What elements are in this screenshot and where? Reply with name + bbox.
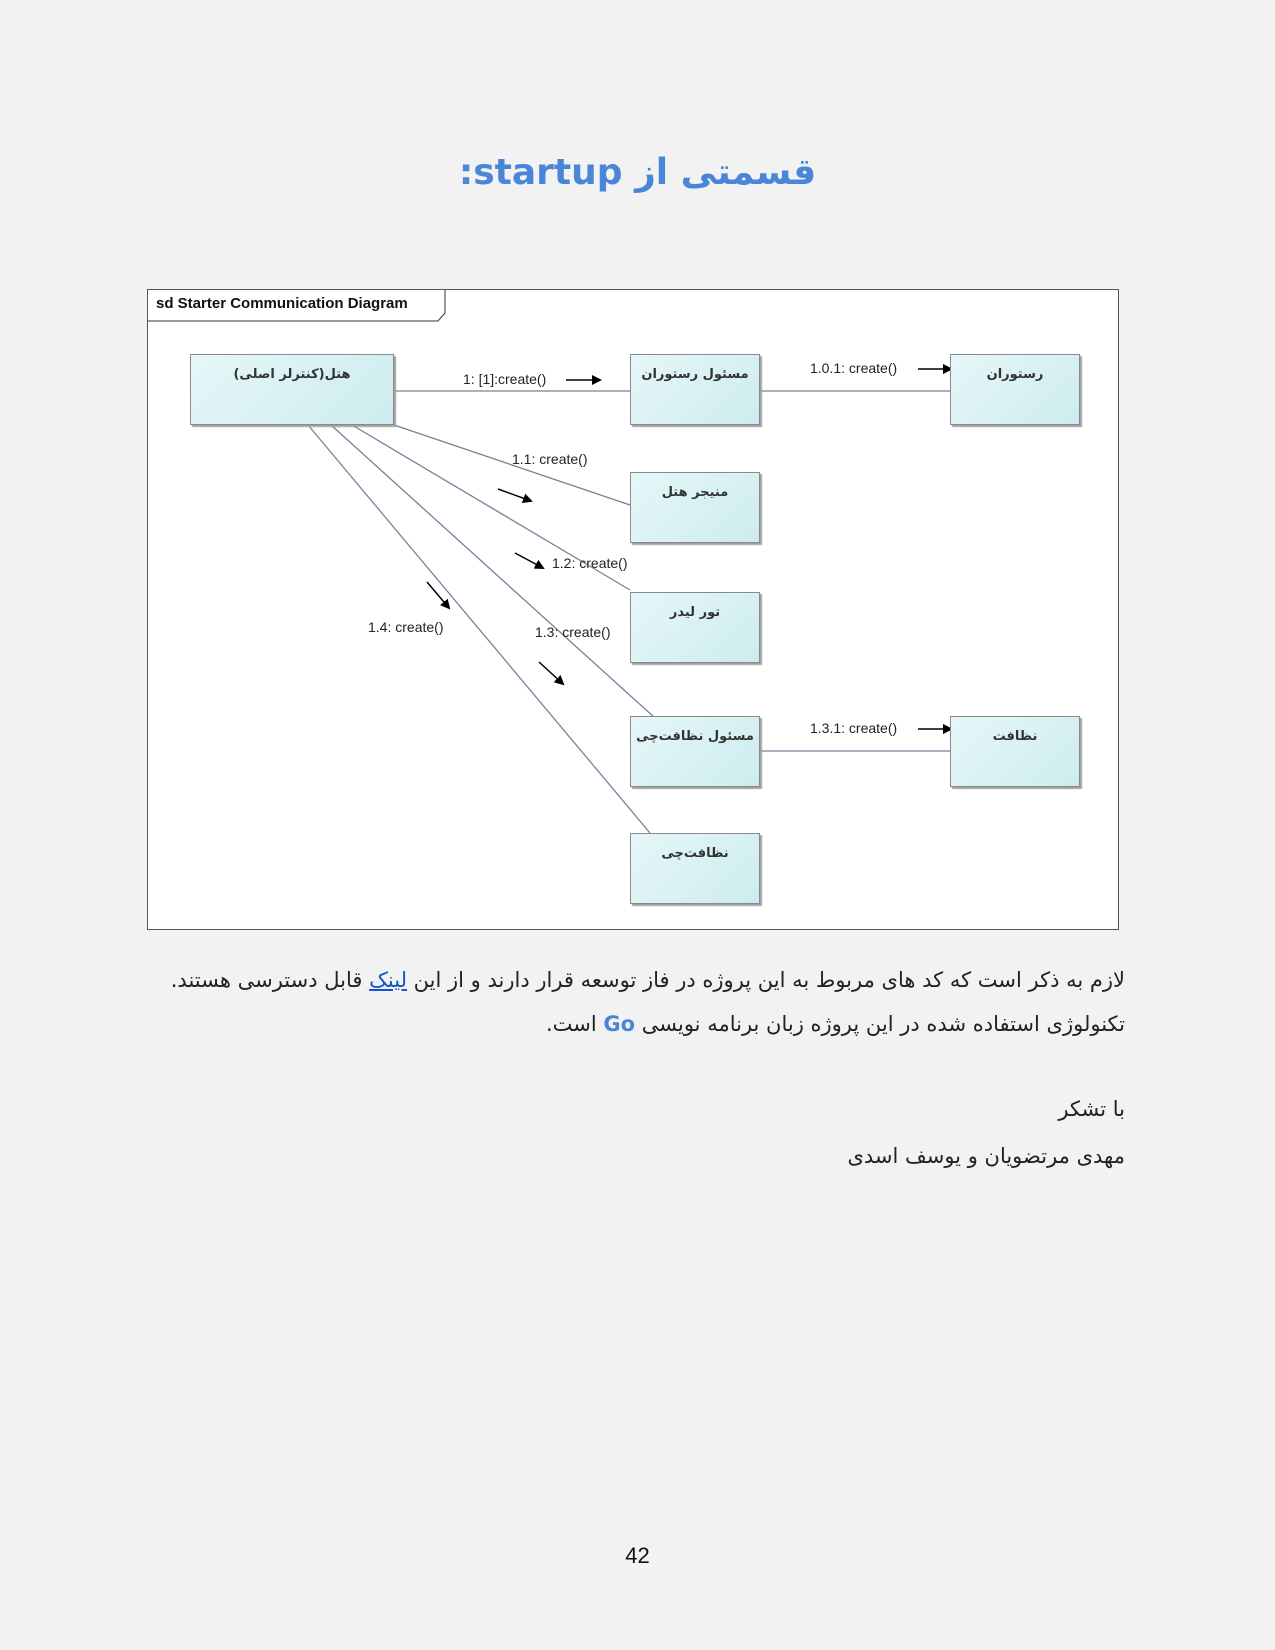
message-label-1-3: 1.3: create() [535,624,611,640]
object-hotel-manager: منیجر هتل [630,472,760,543]
link-hotel-hotel-manager [393,424,631,506]
message-label-1-1: 1.1: create() [512,451,588,467]
communication-diagram: sd Starter Communication Diagram هتل(کنت… [147,289,1119,930]
paragraph-text-2: قابل دسترسی هستند. تکنولوژی استفاده شده … [170,968,1125,1036]
message-label-1-0-1: 1.0.1: create() [810,360,898,376]
body-paragraph: لازم به ذکر است که کد های مربوط به این پ… [150,958,1125,1046]
frame-label: sd Starter Communication Diagram [156,295,408,312]
object-cleaning: نظافت [950,716,1080,787]
message-label-1-2: 1.2: create() [552,555,628,571]
repository-link[interactable]: لینک [369,968,407,992]
object-hotel: هتل(کنترلر اصلی) [190,354,394,425]
object-restaurant: رستوران [950,354,1080,425]
authors-line: مهدی مرتضویان و یوسف اسدی [847,1144,1125,1168]
object-cleaning-manager: مسئول نظافت‌چی [630,716,760,787]
object-tour-leader: تور لیدر [630,592,760,663]
message-label-1: 1: [1]:create() [463,371,547,387]
paragraph-text-1: لازم به ذکر است که کد های مربوط به این پ… [407,968,1125,992]
message-label-1-3-1: 1.3.1: create() [810,720,898,736]
link-hotel-cleaner [307,424,651,834]
message-arrow-1-4 [426,581,451,610]
link-hotel-tour-leader [351,424,631,591]
link-hotel-cleaning-manager [330,424,656,719]
object-cleaner: نظافت‌چی [630,833,760,904]
object-restaurant-manager: مسئول رستوران [630,354,760,425]
thanks-line: با تشکر [1058,1097,1125,1121]
message-arrow-1-3 [538,661,565,686]
message-arrow-1-1 [497,488,533,503]
go-language-name: Go [603,1012,636,1036]
page-title: قسمتی از startup: [458,152,817,193]
diagram-connectors [148,290,953,834]
frame-tab-outline [148,290,446,322]
message-label-1-4: 1.4: create() [368,619,444,635]
message-arrow-1-2 [514,552,545,569]
paragraph-text-3: است. [545,1012,604,1036]
page-number: 42 [625,1543,650,1568]
